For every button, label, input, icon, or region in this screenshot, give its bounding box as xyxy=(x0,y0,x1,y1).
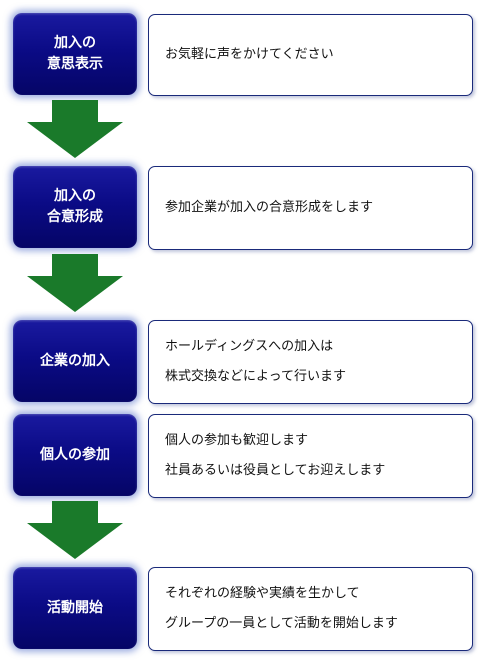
down-arrow-icon xyxy=(27,100,123,158)
step-label-line: 合意形成 xyxy=(47,209,103,225)
step-desc-line: グループの一員として活動を開始します xyxy=(165,616,398,631)
step-label-line: 活動開始 xyxy=(47,599,103,616)
down-arrow-icon xyxy=(27,254,123,312)
step-label-line: 加入の xyxy=(54,35,96,51)
step-desc-4: 個人の参加も歓迎します 社員あるいは役員としてお迎えします xyxy=(148,414,473,498)
step-desc-5: それぞれの経験や実績を生かして グループの一員として活動を開始します xyxy=(148,567,473,651)
down-arrow-icon xyxy=(27,501,123,559)
step-label-1: 加入の 意思表示 xyxy=(13,13,137,95)
step-desc-1: お気軽に声をかけてください xyxy=(148,14,473,96)
step-desc-line: お気軽に声をかけてください xyxy=(165,47,334,62)
step-desc-line: 社員あるいは役員としてお迎えします xyxy=(165,463,386,478)
step-desc-line: 個人の参加も歓迎します xyxy=(165,433,309,448)
step-label-line: 個人の参加 xyxy=(40,446,110,463)
step-label-line: 加入の xyxy=(54,188,96,204)
step-label-2: 加入の 合意形成 xyxy=(13,166,137,248)
step-desc-line: それぞれの経験や実績を生かして xyxy=(165,586,360,601)
step-desc-line: 参加企業が加入の合意形成をします xyxy=(165,200,374,215)
step-label-3: 企業の加入 xyxy=(13,320,137,402)
step-desc-2: 参加企業が加入の合意形成をします xyxy=(148,166,473,250)
step-desc-3: ホールディングスへの加入は 株式交換などによって行います xyxy=(148,320,473,404)
step-label-line: 意思表示 xyxy=(47,56,103,72)
step-label-4: 個人の参加 xyxy=(13,414,137,496)
step-desc-line: ホールディングスへの加入は xyxy=(165,339,334,354)
step-label-5: 活動開始 xyxy=(13,567,137,649)
step-label-line: 企業の加入 xyxy=(40,352,110,369)
step-desc-line: 株式交換などによって行います xyxy=(165,369,346,384)
